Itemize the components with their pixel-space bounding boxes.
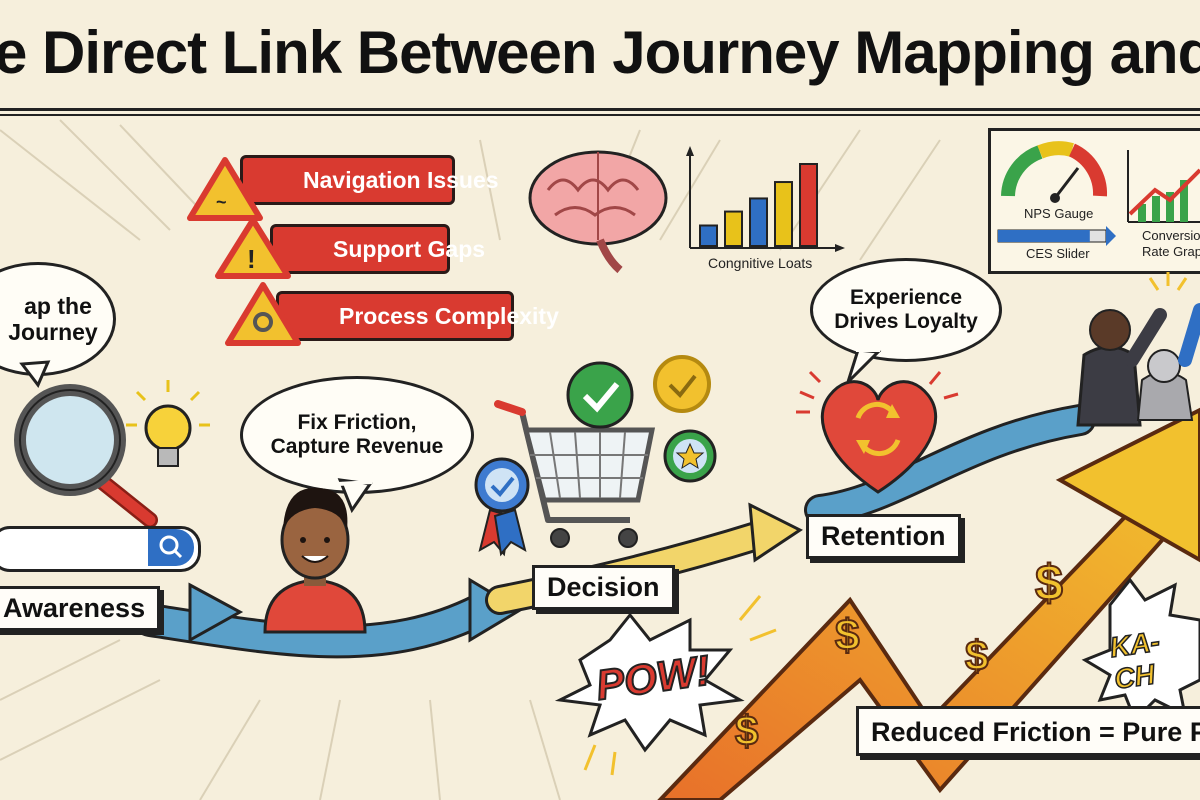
cognitive-bar [774,181,793,247]
svg-text:!: ! [247,244,256,274]
svg-text:$: $ [965,632,988,679]
stage-retention-label: Retention [806,514,961,559]
conversion-graph-label: ConversionRate Graph [1142,228,1200,259]
ces-slider-label: CES Slider [1026,246,1090,261]
stage-awareness-label: Awareness [0,586,161,631]
search-button-icon[interactable] [148,529,194,566]
title-rule-bottom [0,114,1200,116]
svg-text:$: $ [835,611,859,660]
cognitive-bar [799,163,818,247]
kaching-text: KA-CH [1107,625,1162,696]
svg-text:~: ~ [216,192,227,212]
dollar-icon: $ $ $ $ [734,554,1064,755]
issue-banner-navigation: Navigation Issues [240,155,499,205]
cognitive-bar [749,197,768,248]
ces-slider-fill [998,230,1090,242]
speech-bubble-fix-friction: Fix Friction,Capture Revenue [240,376,474,494]
stage-decision-label: Decision [532,565,675,610]
title-rule-top [0,108,1200,111]
page-title: e Direct Link Between Journey Mapping an… [0,19,1200,86]
cognitive-bar [699,224,718,247]
metrics-panel [988,128,1200,274]
nps-gauge-label: NPS Gauge [1024,206,1094,221]
tagline-box: Reduced Friction = Pure P [856,706,1200,756]
svg-text:$: $ [735,707,758,754]
issue-banner-process: Process Complexity [276,291,559,341]
issue-banner-support: Support Gaps [270,224,485,274]
svg-text:$: $ [1035,555,1063,611]
cognitive-chart-caption: Congnitive Loats [708,255,813,271]
cognitive-bar [724,210,743,247]
